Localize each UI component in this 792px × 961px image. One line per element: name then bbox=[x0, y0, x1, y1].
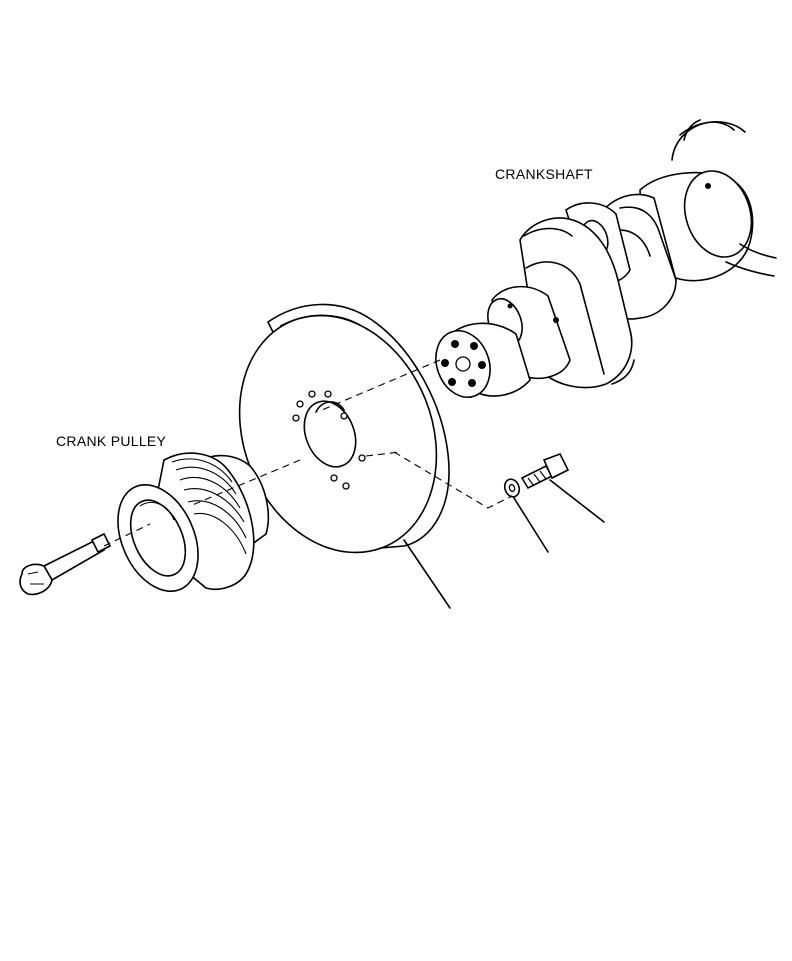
damper-disc bbox=[238, 303, 450, 554]
washer bbox=[503, 478, 521, 498]
crankshaft bbox=[435, 119, 777, 398]
assembly-lines bbox=[103, 359, 513, 547]
leader-lines bbox=[403, 479, 605, 609]
damper-bolt bbox=[520, 452, 570, 490]
crankshaft-label: CRANKSHAFT bbox=[495, 166, 593, 182]
crank-pulley bbox=[117, 452, 270, 593]
crank-pulley-label: CRANK PULLEY bbox=[56, 433, 167, 449]
pulley-bolt bbox=[19, 532, 112, 596]
